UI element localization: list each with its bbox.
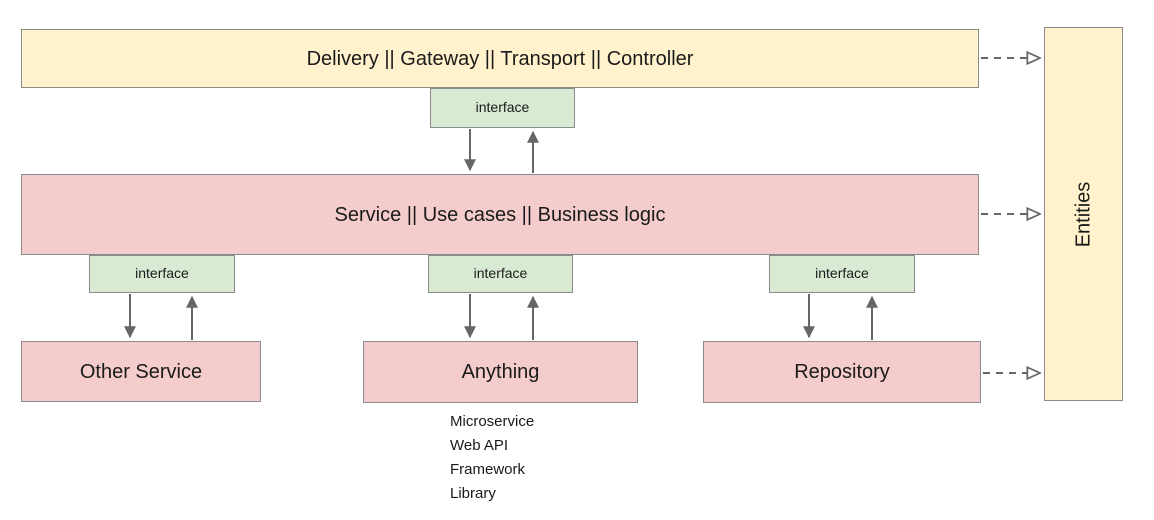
anything-example-item: Library (450, 485, 496, 502)
anything-example-item: Microservice (450, 413, 535, 430)
interface-label: interface (473, 265, 528, 282)
interface-box-middle: interface (428, 255, 573, 293)
entities-label: Entities (1072, 181, 1094, 247)
anything-example-item: Framework (450, 461, 526, 478)
other-service-label: Other Service (79, 360, 203, 383)
interface-box-right: interface (769, 255, 915, 293)
interface-box-left: interface (89, 255, 235, 293)
repository-box: Repository (703, 341, 981, 403)
interface-label: interface (475, 99, 530, 116)
anything-examples-list: Microservice Web API Framework Library (450, 410, 534, 506)
other-service-box: Other Service (21, 341, 261, 402)
interface-label: interface (135, 265, 189, 282)
anything-label: Anything (461, 361, 540, 383)
delivery-layer-label: Delivery || Gateway || Transport || Cont… (306, 47, 694, 70)
repository-label: Repository (794, 361, 890, 383)
anything-box: Anything (363, 341, 638, 403)
service-layer-label: Service || Use cases || Business logic (334, 203, 666, 226)
service-layer-box: Service || Use cases || Business logic (21, 174, 979, 255)
interface-box-top: interface (430, 88, 575, 128)
delivery-layer-box: Delivery || Gateway || Transport || Cont… (21, 29, 979, 88)
interface-label: interface (815, 265, 869, 282)
anything-example-item: Web API (450, 437, 509, 454)
entities-layer-box: Entities (1044, 27, 1123, 401)
